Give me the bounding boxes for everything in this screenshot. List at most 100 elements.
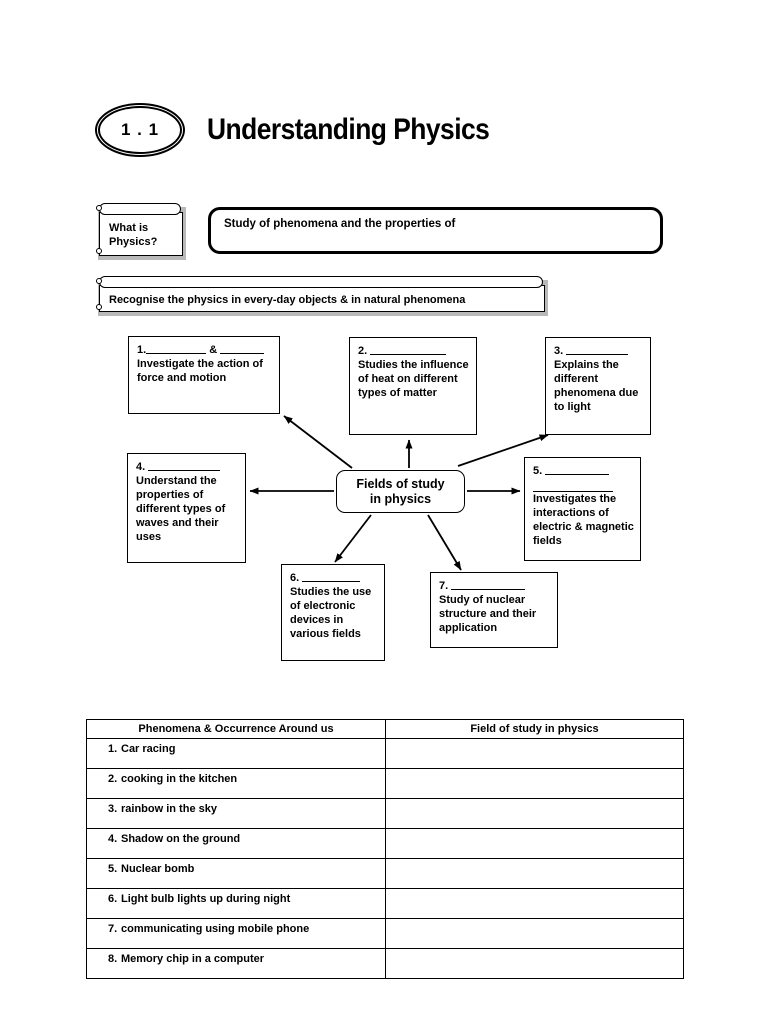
section-number-badge: 1 . 1 [95, 103, 189, 161]
table-cell-label: Nuclear bomb [121, 863, 195, 875]
center-node-line-1: Fields of study [356, 476, 445, 491]
concept-box-4-content: 4. Understand the properties of differen… [136, 460, 241, 544]
table-row: 8.Memory chip in a computer [86, 948, 684, 979]
table-head: Phenomena & Occurrence Around us Field o… [86, 719, 684, 739]
concept-box-5-blank-b[interactable] [533, 478, 613, 492]
table-cell-number: 3. [108, 803, 118, 815]
concept-box-1-blank-a[interactable] [146, 343, 207, 354]
table-cell-item: 8.Memory chip in a computer [86, 948, 386, 979]
table-row: 2.cooking in the kitchen [86, 768, 684, 799]
concept-box-1-body: Investigate the action of force and moti… [137, 358, 263, 384]
table-row: 7.communicating using mobile phone [86, 918, 684, 949]
concept-box-2-blank[interactable] [370, 344, 447, 355]
note-what-is-physics-text: What is Physics? [109, 221, 179, 249]
table-body: 1.Car racing 2.cooking in the kitchen 3.… [86, 738, 684, 979]
table-cell-number: 4. [108, 833, 118, 845]
concept-box-3-body: Explains the different phenomena due to … [554, 359, 639, 413]
arrow-to-box-6 [334, 514, 372, 563]
arrow-to-box-7 [427, 514, 462, 571]
concept-map-center-node: Fields of study in physics [336, 470, 465, 513]
table-cell-answer[interactable] [385, 828, 684, 859]
note-what-is-physics: What is Physics? [95, 203, 186, 260]
table-cell-number: 2. [108, 773, 118, 785]
center-node-line-2: in physics [369, 491, 432, 506]
table-cell-item: 2.cooking in the kitchen [86, 768, 386, 799]
concept-box-4: 4. Understand the properties of differen… [127, 453, 246, 563]
table-cell-label: communicating using mobile phone [121, 923, 310, 935]
note-line-1: What is [109, 222, 149, 234]
concept-box-4-blank[interactable] [148, 460, 221, 471]
note-corner-dot-bottom-icon [96, 248, 102, 254]
concept-box-4-body: Understand the properties of different t… [136, 475, 226, 543]
table-cell-label: rainbow in the sky [121, 803, 217, 815]
table-cell-number: 6. [108, 893, 118, 905]
table-cell-label: cooking in the kitchen [121, 773, 238, 785]
concept-box-7: 7. Study of nuclear structure and their … [430, 572, 558, 648]
table-row: 3.rainbow in the sky [86, 798, 684, 829]
concept-box-1: 1. & Investigate the action of force and… [128, 336, 280, 414]
concept-box-5-body: Investigates the interactions of electri… [533, 493, 634, 547]
note-corner-dot-top-icon [96, 205, 102, 211]
table-cell-number: 5. [108, 863, 118, 875]
table-cell-number: 7. [108, 923, 118, 935]
concept-box-3-content: 3. Explains the different phenomena due … [554, 344, 646, 414]
table-cell-number: 1. [108, 743, 118, 755]
section-number-label: 1 . 1 [120, 120, 160, 139]
table-cell-answer[interactable] [385, 768, 684, 799]
definition-box: Study of phenomena and the properties of [208, 207, 663, 254]
concept-box-7-body: Study of nuclear structure and their app… [439, 594, 537, 634]
definition-middle: phenomena and the properties of [273, 218, 456, 230]
note-recognise: Recognise the physics in every-day objec… [95, 276, 548, 316]
table-cell-item: 7.communicating using mobile phone [86, 918, 386, 949]
table-cell-label: Light bulb lights up during night [121, 893, 291, 905]
concept-box-5: 5. Investigates the interactions of elec… [524, 457, 641, 561]
concept-box-2-content: 2. Studies the influence of heat on diff… [358, 344, 472, 400]
table-cell-answer[interactable] [385, 888, 684, 919]
definition-text: Study of phenomena and the properties of [224, 218, 455, 230]
table-row: 4.Shadow on the ground [86, 828, 684, 859]
page-header: 1 . 1 Understanding Physics [95, 103, 595, 165]
note-body [99, 285, 545, 312]
table-cell-number: 8. [108, 953, 118, 965]
table-cell-answer[interactable] [385, 948, 684, 979]
badge-outer-ellipse [95, 103, 185, 157]
table-cell-item: 3.rainbow in the sky [86, 798, 386, 829]
concept-box-2-number: 2. [358, 345, 368, 357]
table-cell-label: Car racing [121, 743, 176, 755]
table-row: 6.Light bulb lights up during night [86, 888, 684, 919]
phenomena-table: Phenomena & Occurrence Around us Field o… [86, 719, 684, 979]
concept-box-6-body: Studies the use of electronic devices in… [290, 586, 372, 640]
concept-box-5-blank-a[interactable] [545, 464, 610, 475]
table-cell-item: 5.Nuclear bomb [86, 858, 386, 889]
table-cell-answer[interactable] [385, 798, 684, 829]
table-header-field: Field of study in physics [385, 719, 684, 739]
note-corner-dot-top-icon [96, 278, 102, 284]
concept-box-7-blank[interactable] [451, 579, 526, 590]
note-recognise-text: Recognise the physics in every-day objec… [109, 294, 466, 306]
concept-box-1-ampersand: & [209, 344, 218, 356]
note-line-2: Physics? [109, 236, 158, 248]
concept-box-3-blank[interactable] [566, 344, 629, 355]
table-cell-label: Memory chip in a computer [121, 953, 265, 965]
concept-box-3: 3. Explains the different phenomena due … [545, 337, 651, 435]
table-row: 5.Nuclear bomb [86, 858, 684, 889]
concept-box-5-content: 5. Investigates the interactions of elec… [533, 464, 636, 548]
note-top-strip [99, 276, 543, 288]
concept-box-6-number: 6. [290, 572, 300, 584]
concept-box-6-blank[interactable] [302, 571, 361, 582]
table-cell-answer[interactable] [385, 858, 684, 889]
concept-box-5-number: 5. [533, 465, 543, 477]
concept-box-7-number: 7. [439, 580, 449, 592]
concept-box-1-content: 1. & Investigate the action of force and… [137, 343, 275, 385]
table-cell-answer[interactable] [385, 738, 684, 769]
table-cell-answer[interactable] [385, 918, 684, 949]
note-body [99, 212, 183, 256]
concept-box-6: 6. Studies the use of electronic devices… [281, 564, 385, 661]
concept-box-4-number: 4. [136, 461, 146, 473]
table-cell-label: Shadow on the ground [121, 833, 241, 845]
concept-box-2-body: Studies the influence of heat on differe… [358, 359, 469, 399]
center-node-text: Fields of study in physics [356, 477, 444, 507]
note-top-strip [99, 203, 181, 215]
concept-box-1-blank-b[interactable] [220, 343, 265, 354]
